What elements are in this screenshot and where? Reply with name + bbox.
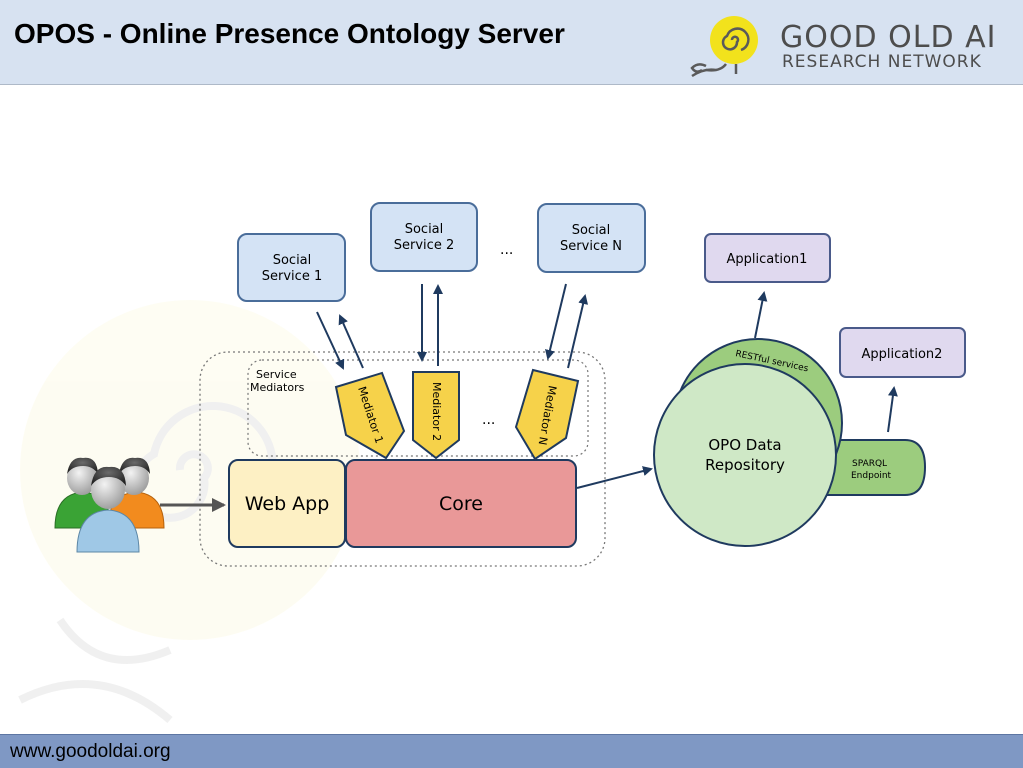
social-service-2: Social Service 2 [370, 202, 478, 272]
sparql-label-line1: SPARQL [852, 459, 887, 469]
service-mediator-arrows [316, 283, 589, 370]
sparql-to-application2-arrow [887, 386, 898, 433]
web-app-label: Web App [245, 493, 330, 515]
social-service-2-label-line2: Service 2 [394, 238, 454, 253]
social-service-n-label-line2: Service N [560, 239, 622, 254]
users-icon [54, 457, 165, 553]
goodoldai-logo: GOOD OLD AI RESEARCH NETWORK [686, 6, 1016, 82]
application-2: Application2 [839, 327, 966, 378]
mediator-n: Mediator N [514, 368, 580, 461]
repository-label-line2: Repository [705, 456, 785, 474]
slide-title: OPOS - Online Presence Ontology Server [14, 18, 565, 49]
core-label: Core [439, 493, 483, 515]
application-1: Application1 [704, 233, 831, 283]
application-1-label: Application1 [727, 252, 808, 267]
mediator-1: Mediator 1 [334, 371, 406, 460]
footer-url[interactable]: www.goodoldai.org [10, 741, 171, 762]
social-service-n-label-line1: Social [572, 223, 611, 238]
sparql-label-line2: Endpoint [851, 471, 892, 481]
repository-label-line1: OPO Data [708, 436, 781, 454]
logo-text-line1: GOOD OLD AI [780, 20, 997, 55]
core-box: Core [345, 459, 577, 548]
service-mediators-label-line1: Service [256, 368, 297, 381]
slide-footer: www.goodoldai.org [0, 734, 1023, 768]
spiral-flower-icon [690, 16, 758, 78]
service-mediators-label-line2: Mediators [250, 381, 305, 394]
social-service-n: Social Service N [537, 203, 646, 273]
opo-data-repository: OPO Data Repository RESTful services SPA… [653, 338, 927, 547]
social-service-2-label-line1: Social [405, 222, 444, 237]
web-app-box: Web App [228, 459, 346, 548]
watermark-spiral [18, 300, 360, 724]
services-ellipsis: ... [500, 242, 513, 258]
social-service-1: Social Service 1 [237, 233, 346, 302]
restful-to-application1-arrow [754, 291, 768, 339]
social-service-1-label-line2: Service 1 [262, 269, 322, 284]
slide-header: OPOS - Online Presence Ontology Server G… [0, 0, 1023, 85]
mediators-ellipsis: ... [482, 412, 495, 428]
opos-server-boundary [199, 351, 606, 567]
social-service-1-label-line1: Social [273, 253, 312, 268]
core-to-repository-arrow [576, 466, 653, 489]
mediator-2: Mediator 2 [412, 371, 460, 460]
application-2-label: Application2 [862, 347, 943, 362]
mediator-2-label: Mediator 2 [430, 382, 443, 441]
logo-text-line2: RESEARCH NETWORK [782, 52, 982, 72]
